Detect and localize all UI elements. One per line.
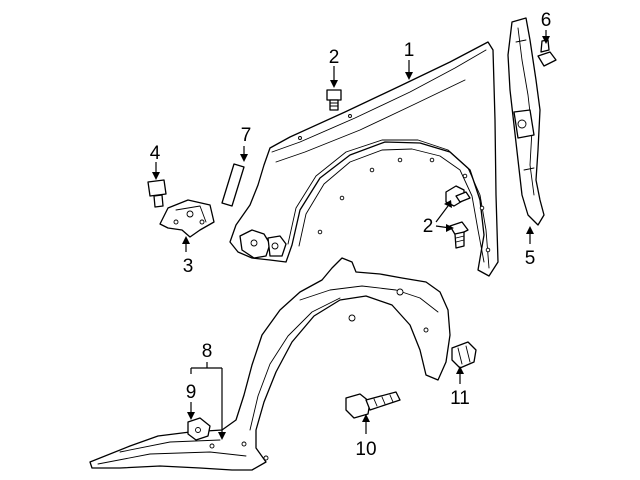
leader-5 (526, 226, 534, 244)
callout-11: 11 (450, 388, 470, 409)
leader-3 (182, 236, 190, 252)
leader-1 (405, 60, 413, 80)
fender (229, 41, 499, 277)
leader-6 (542, 30, 550, 44)
callout-4: 4 (150, 143, 161, 164)
leader-10 (362, 414, 370, 434)
callout-1: 1 (404, 40, 415, 61)
fender-liner (89, 257, 451, 471)
callout-8: 8 (202, 341, 213, 362)
leader-7 (240, 146, 248, 162)
callout-2-mid: 2 (423, 216, 434, 237)
callout-5: 5 (525, 248, 536, 269)
screw-10 (345, 391, 401, 419)
callout-6: 6 (541, 10, 552, 31)
bolt-2-top (326, 89, 342, 111)
molding-strip (221, 163, 245, 207)
mounting-bracket (159, 199, 215, 238)
fender-bracket (507, 17, 545, 226)
callout-7: 7 (241, 125, 252, 146)
leader-2-top (330, 66, 338, 88)
leader-8 (190, 362, 226, 440)
push-nut (451, 341, 477, 369)
leader-2-mid (435, 200, 454, 232)
bolt-4 (147, 179, 167, 208)
callout-2-top: 2 (329, 47, 340, 68)
leader-9 (187, 402, 195, 420)
callout-10: 10 (355, 439, 376, 460)
bolt-6 (537, 39, 557, 67)
callout-9: 9 (186, 382, 197, 403)
callout-3: 3 (183, 256, 194, 277)
clip-nut (187, 417, 211, 441)
leader-11 (456, 366, 464, 384)
bolt-2-low (449, 221, 469, 249)
leader-4 (152, 162, 160, 180)
